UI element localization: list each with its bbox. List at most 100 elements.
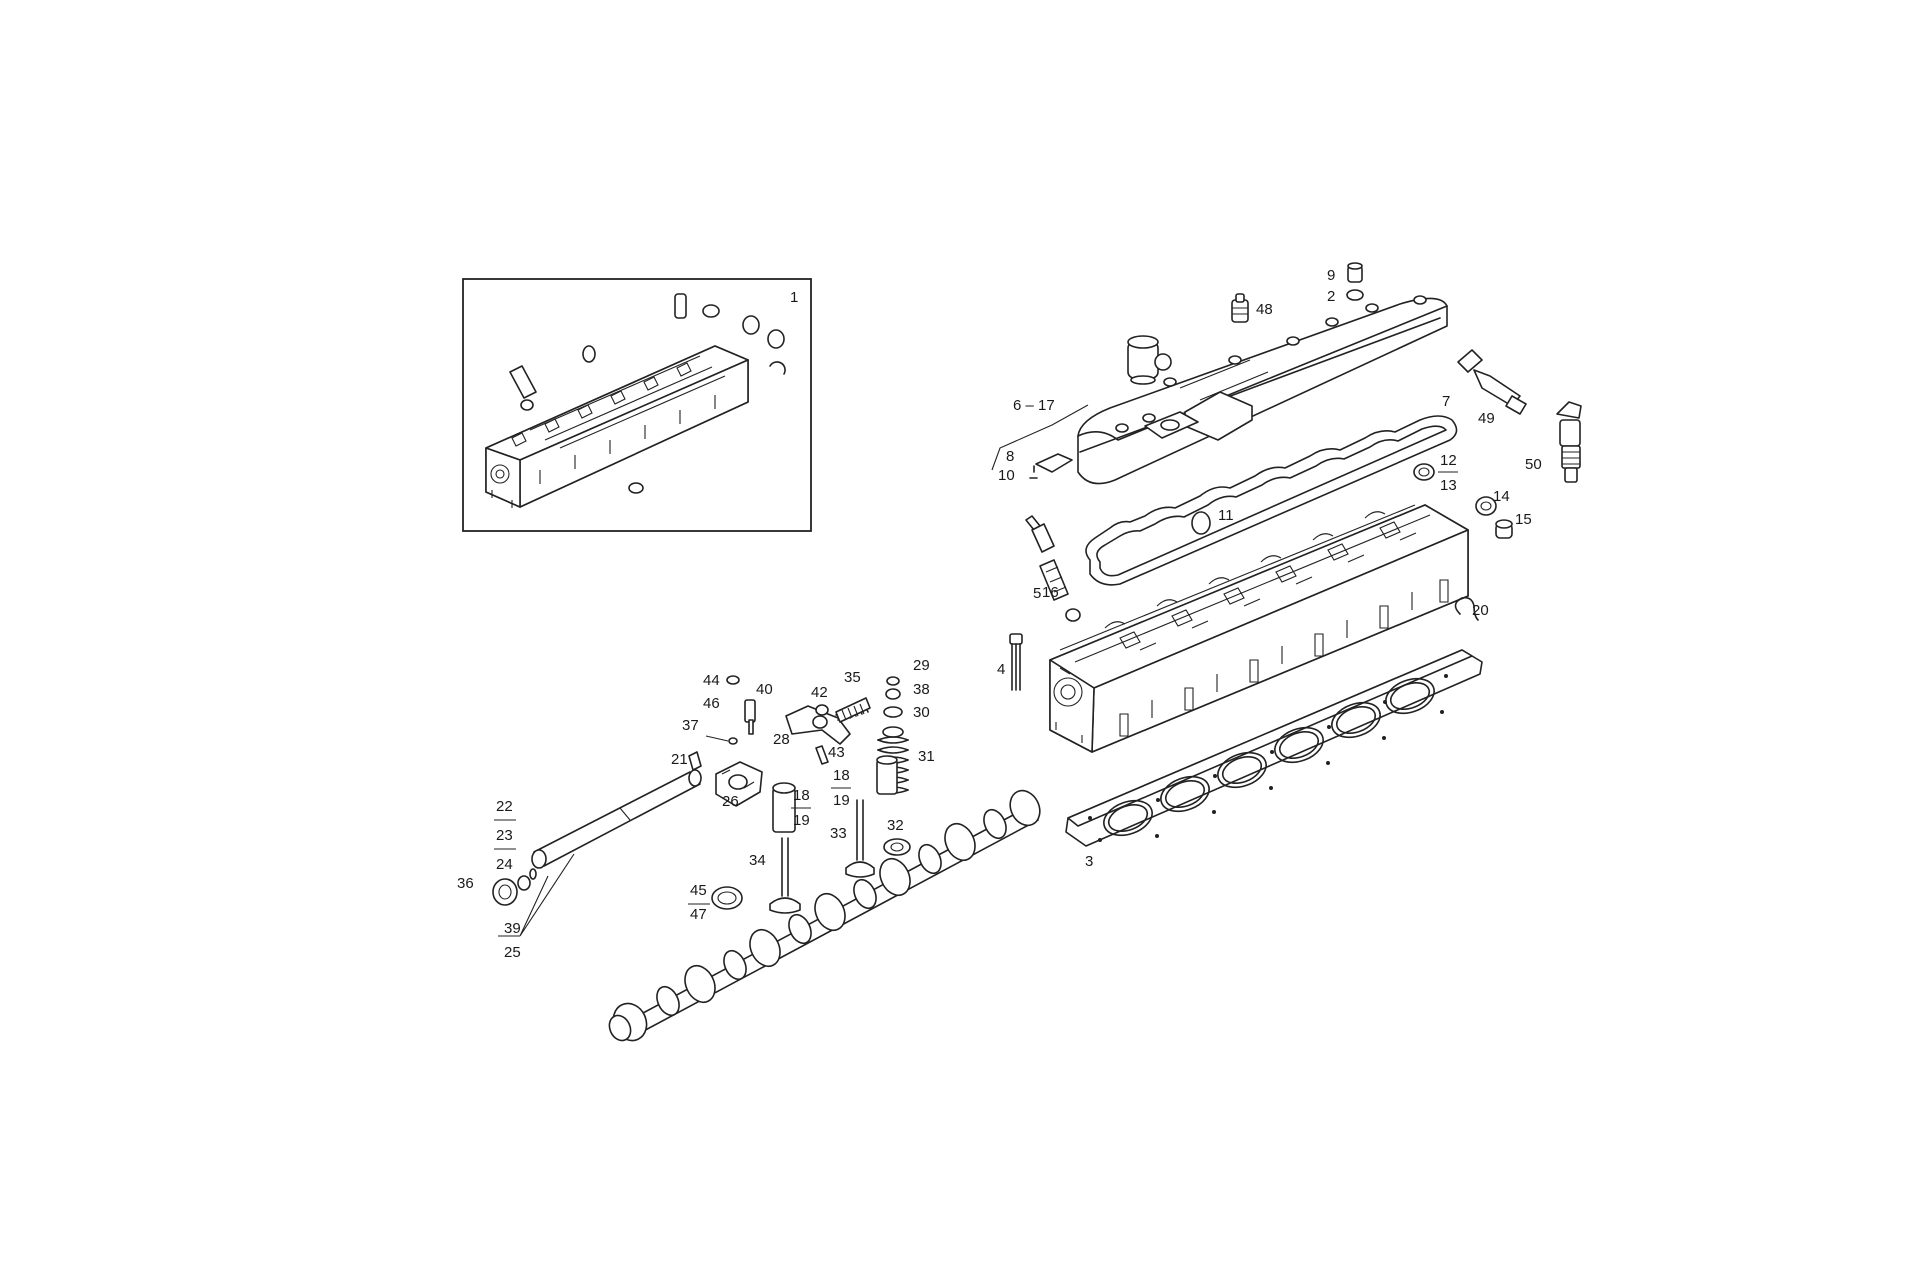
- bracket-6-17: [991, 404, 1089, 471]
- leader-37: [705, 735, 729, 742]
- head-side-ports: [1119, 579, 1449, 737]
- callout-48: 48: [1256, 301, 1273, 318]
- callout-16: 16: [1042, 584, 1059, 601]
- callout-8: 8: [1006, 448, 1014, 465]
- callout-18a: 18: [793, 787, 810, 804]
- callout-28: 28: [773, 731, 790, 748]
- head-end-face: [1053, 667, 1083, 743]
- cover-plate-8: [1029, 453, 1073, 479]
- screw-43: [815, 745, 829, 765]
- callout-34: 34: [749, 852, 766, 869]
- callout-12: 12: [1440, 452, 1457, 469]
- valve-33: [845, 799, 875, 878]
- screw-40-46: [744, 699, 756, 735]
- injector-5: [1025, 515, 1069, 601]
- callout-21: 21: [671, 751, 688, 768]
- sensor-50: [1556, 401, 1582, 483]
- callout-14: 14: [1493, 488, 1510, 505]
- callout-19a: 19: [793, 812, 810, 829]
- retainer-38: [885, 688, 901, 700]
- callout-29: 29: [913, 657, 930, 674]
- callout-35: 35: [844, 669, 861, 686]
- guide-18-19-b: [876, 755, 898, 795]
- callout-49: 49: [1478, 410, 1495, 427]
- callout-19b: 19: [833, 792, 850, 809]
- bolt-4: [1009, 633, 1023, 691]
- callout-33: 33: [830, 825, 847, 842]
- callout-36: 36: [457, 875, 474, 892]
- cap-44: [726, 675, 740, 685]
- guide-18-19-a: [772, 782, 796, 833]
- callout-22: 22: [496, 798, 513, 815]
- fitting-48: [1231, 293, 1249, 323]
- rocker-shaft-22-24: [531, 769, 702, 869]
- gasket-holes: [1088, 674, 1448, 842]
- nut-42: [815, 704, 829, 716]
- rocker-arm-28: [785, 705, 851, 745]
- valve-34: [769, 837, 801, 914]
- callout-40: 40: [756, 681, 773, 698]
- callout-18b: 18: [833, 767, 850, 784]
- callout-13: 13: [1440, 477, 1457, 494]
- cap-9: [1346, 262, 1364, 301]
- inset-cylinder-head: [485, 345, 749, 508]
- callout-11: 11: [1218, 507, 1234, 524]
- oil-filler-cap: [1144, 411, 1199, 439]
- head-gasket: [1065, 649, 1483, 847]
- callout-32: 32: [887, 817, 904, 834]
- washer-36: [492, 878, 518, 906]
- callout-25: 25: [504, 944, 521, 961]
- breather-elbow: [1127, 335, 1172, 385]
- gasket-bores: [1103, 677, 1435, 837]
- pin-37: [728, 737, 738, 745]
- inset-loose-parts: [509, 293, 786, 494]
- cylinder-head: [1049, 504, 1469, 753]
- callout-labels: 1 9 2 48 6 – 17 7 49 8 10 50 12 13 11 14…: [457, 267, 1542, 961]
- callout-3: 3: [1085, 853, 1093, 870]
- callout-30: 30: [913, 704, 930, 721]
- plug-15: [1495, 519, 1513, 539]
- callout-26: 26: [722, 793, 739, 810]
- callout-31: 31: [918, 748, 935, 765]
- rocker-bracket-26: [715, 761, 763, 807]
- nut-12-13: [1413, 463, 1435, 481]
- callout-15: 15: [1515, 511, 1532, 528]
- clip-39: [529, 868, 537, 880]
- callout-45: 45: [690, 882, 707, 899]
- collet-29: [886, 676, 900, 686]
- valve-cover: [1077, 295, 1448, 485]
- cover-bolt-heads: [1115, 295, 1427, 433]
- glow-plug-49: [1457, 349, 1527, 415]
- ring-25: [517, 875, 531, 891]
- callout-1: 1: [790, 289, 798, 306]
- seal-32: [883, 838, 911, 856]
- callout-37: 37: [682, 717, 699, 734]
- callout-39: 39: [504, 920, 521, 937]
- cam-lobes: [608, 789, 1041, 1042]
- callout-2: 2: [1327, 288, 1335, 305]
- plug-14: [1475, 496, 1497, 516]
- head-valve-seats: [1104, 511, 1417, 651]
- callout-4: 4: [997, 661, 1005, 678]
- callout-38: 38: [913, 681, 930, 698]
- camshaft: [608, 789, 1041, 1042]
- callout-7: 7: [1442, 393, 1450, 410]
- callout-10: 10: [998, 467, 1015, 484]
- callout-44: 44: [703, 672, 720, 689]
- callout-23: 23: [496, 827, 513, 844]
- callout-47: 47: [690, 906, 707, 923]
- inset-assembly: [462, 278, 812, 532]
- seal-45-47: [711, 886, 743, 910]
- callout-9: 9: [1327, 267, 1335, 284]
- callout-5: 5: [1033, 585, 1041, 602]
- callout-42: 42: [811, 684, 828, 701]
- callout-20: 20: [1472, 602, 1489, 619]
- callout-6-17: 6 – 17: [1013, 397, 1055, 414]
- callout-46: 46: [703, 695, 720, 712]
- hose-20: [1454, 596, 1479, 621]
- spring-35: [835, 697, 871, 723]
- seat-30: [883, 706, 903, 718]
- leader-39-25: [498, 853, 575, 937]
- washer-16: [1065, 608, 1081, 622]
